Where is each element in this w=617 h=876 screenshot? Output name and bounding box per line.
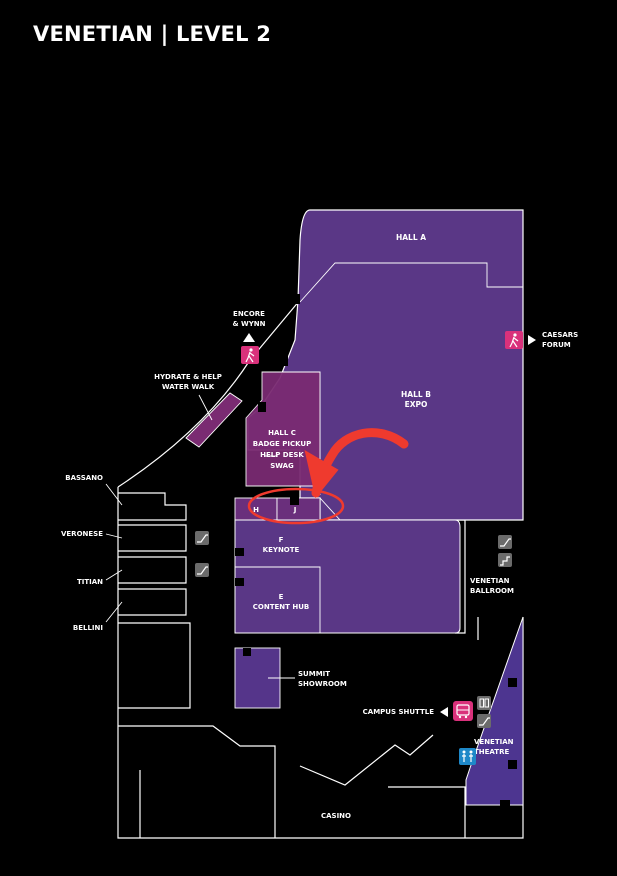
theatre-label: VENETIAN [474, 738, 514, 746]
hall-c-area[interactable] [245, 371, 321, 487]
casino-label: CASINO [321, 812, 351, 820]
campus-shuttle-label: CAMPUS SHUTTLE [363, 708, 435, 716]
elevator-icon[interactable] [477, 696, 491, 710]
hall-c-helpdesk-label: HELP DESK [260, 451, 304, 459]
callout-leaders [105, 394, 278, 623]
caesars-arrow-icon [528, 335, 536, 345]
red-circle-arrow-annotation [247, 428, 409, 525]
room-f-label: F [279, 536, 284, 544]
encore-sub-label: & WYNN [232, 320, 265, 328]
ballroom-label: VENETIAN [470, 577, 510, 585]
encore-arrow-icon [243, 333, 255, 342]
room-divider [319, 497, 341, 521]
shuttle-bus-icon[interactable] [453, 701, 473, 721]
caesars-sub-label: FORUM [542, 341, 571, 349]
shuttle-arrow-icon [440, 707, 448, 717]
theatre-sub-label: THEATRE [474, 748, 509, 756]
summit-showroom-label: SHOWROOM [298, 680, 347, 688]
hall-a-label: HALL A [396, 233, 426, 242]
caesars-label: CAESARS [542, 331, 578, 339]
room-j-label: J [293, 506, 297, 514]
venetian-theatre[interactable] [465, 616, 524, 806]
walking-person-icon[interactable] [241, 346, 259, 364]
hall-c-swag-label: SWAG [270, 462, 294, 470]
hydrate-sub-label: WATER WALK [162, 383, 215, 391]
hall-b-sub-label: EXPO [405, 400, 428, 409]
escalator-icon[interactable] [195, 563, 209, 577]
escalator-icon[interactable] [195, 531, 209, 545]
veronese-label: VERONESE [61, 530, 103, 538]
restroom-icon[interactable] [459, 748, 476, 765]
page-title: VENETIAN | LEVEL 2 [33, 22, 272, 46]
encore-label: ENCORE [233, 310, 265, 318]
room-h-label: H [253, 506, 259, 514]
room-f-keynote[interactable] [234, 519, 461, 634]
walking-person-icon[interactable] [505, 331, 523, 349]
summit-label: SUMMIT [298, 670, 330, 678]
hydrate-water-walk-area[interactable] [185, 392, 243, 448]
escalator-icon[interactable] [477, 714, 491, 728]
stairs-icon[interactable] [498, 553, 512, 567]
venue-outline [117, 299, 524, 839]
bellini-label: BELLINI [73, 624, 103, 632]
titian-label: TITIAN [77, 578, 103, 586]
room-e-content-label: CONTENT HUB [253, 603, 309, 611]
hall-divider [299, 262, 523, 303]
hall-c-label: HALL C [268, 429, 296, 437]
room-e-divider [235, 566, 321, 633]
hydrate-label: HYDRATE & HELP [154, 373, 222, 381]
hall-c-badge-label: BADGE PICKUP [253, 440, 312, 448]
bassano-label: BASSANO [65, 474, 103, 482]
room-e-label: E [279, 593, 284, 601]
room-f-keynote-label: KEYNOTE [263, 546, 300, 554]
ballroom-sub-label: BALLROOM [470, 587, 514, 595]
escalator-icon[interactable] [498, 535, 512, 549]
door-markers [235, 294, 517, 806]
hall-b-label: HALL B [401, 390, 431, 399]
